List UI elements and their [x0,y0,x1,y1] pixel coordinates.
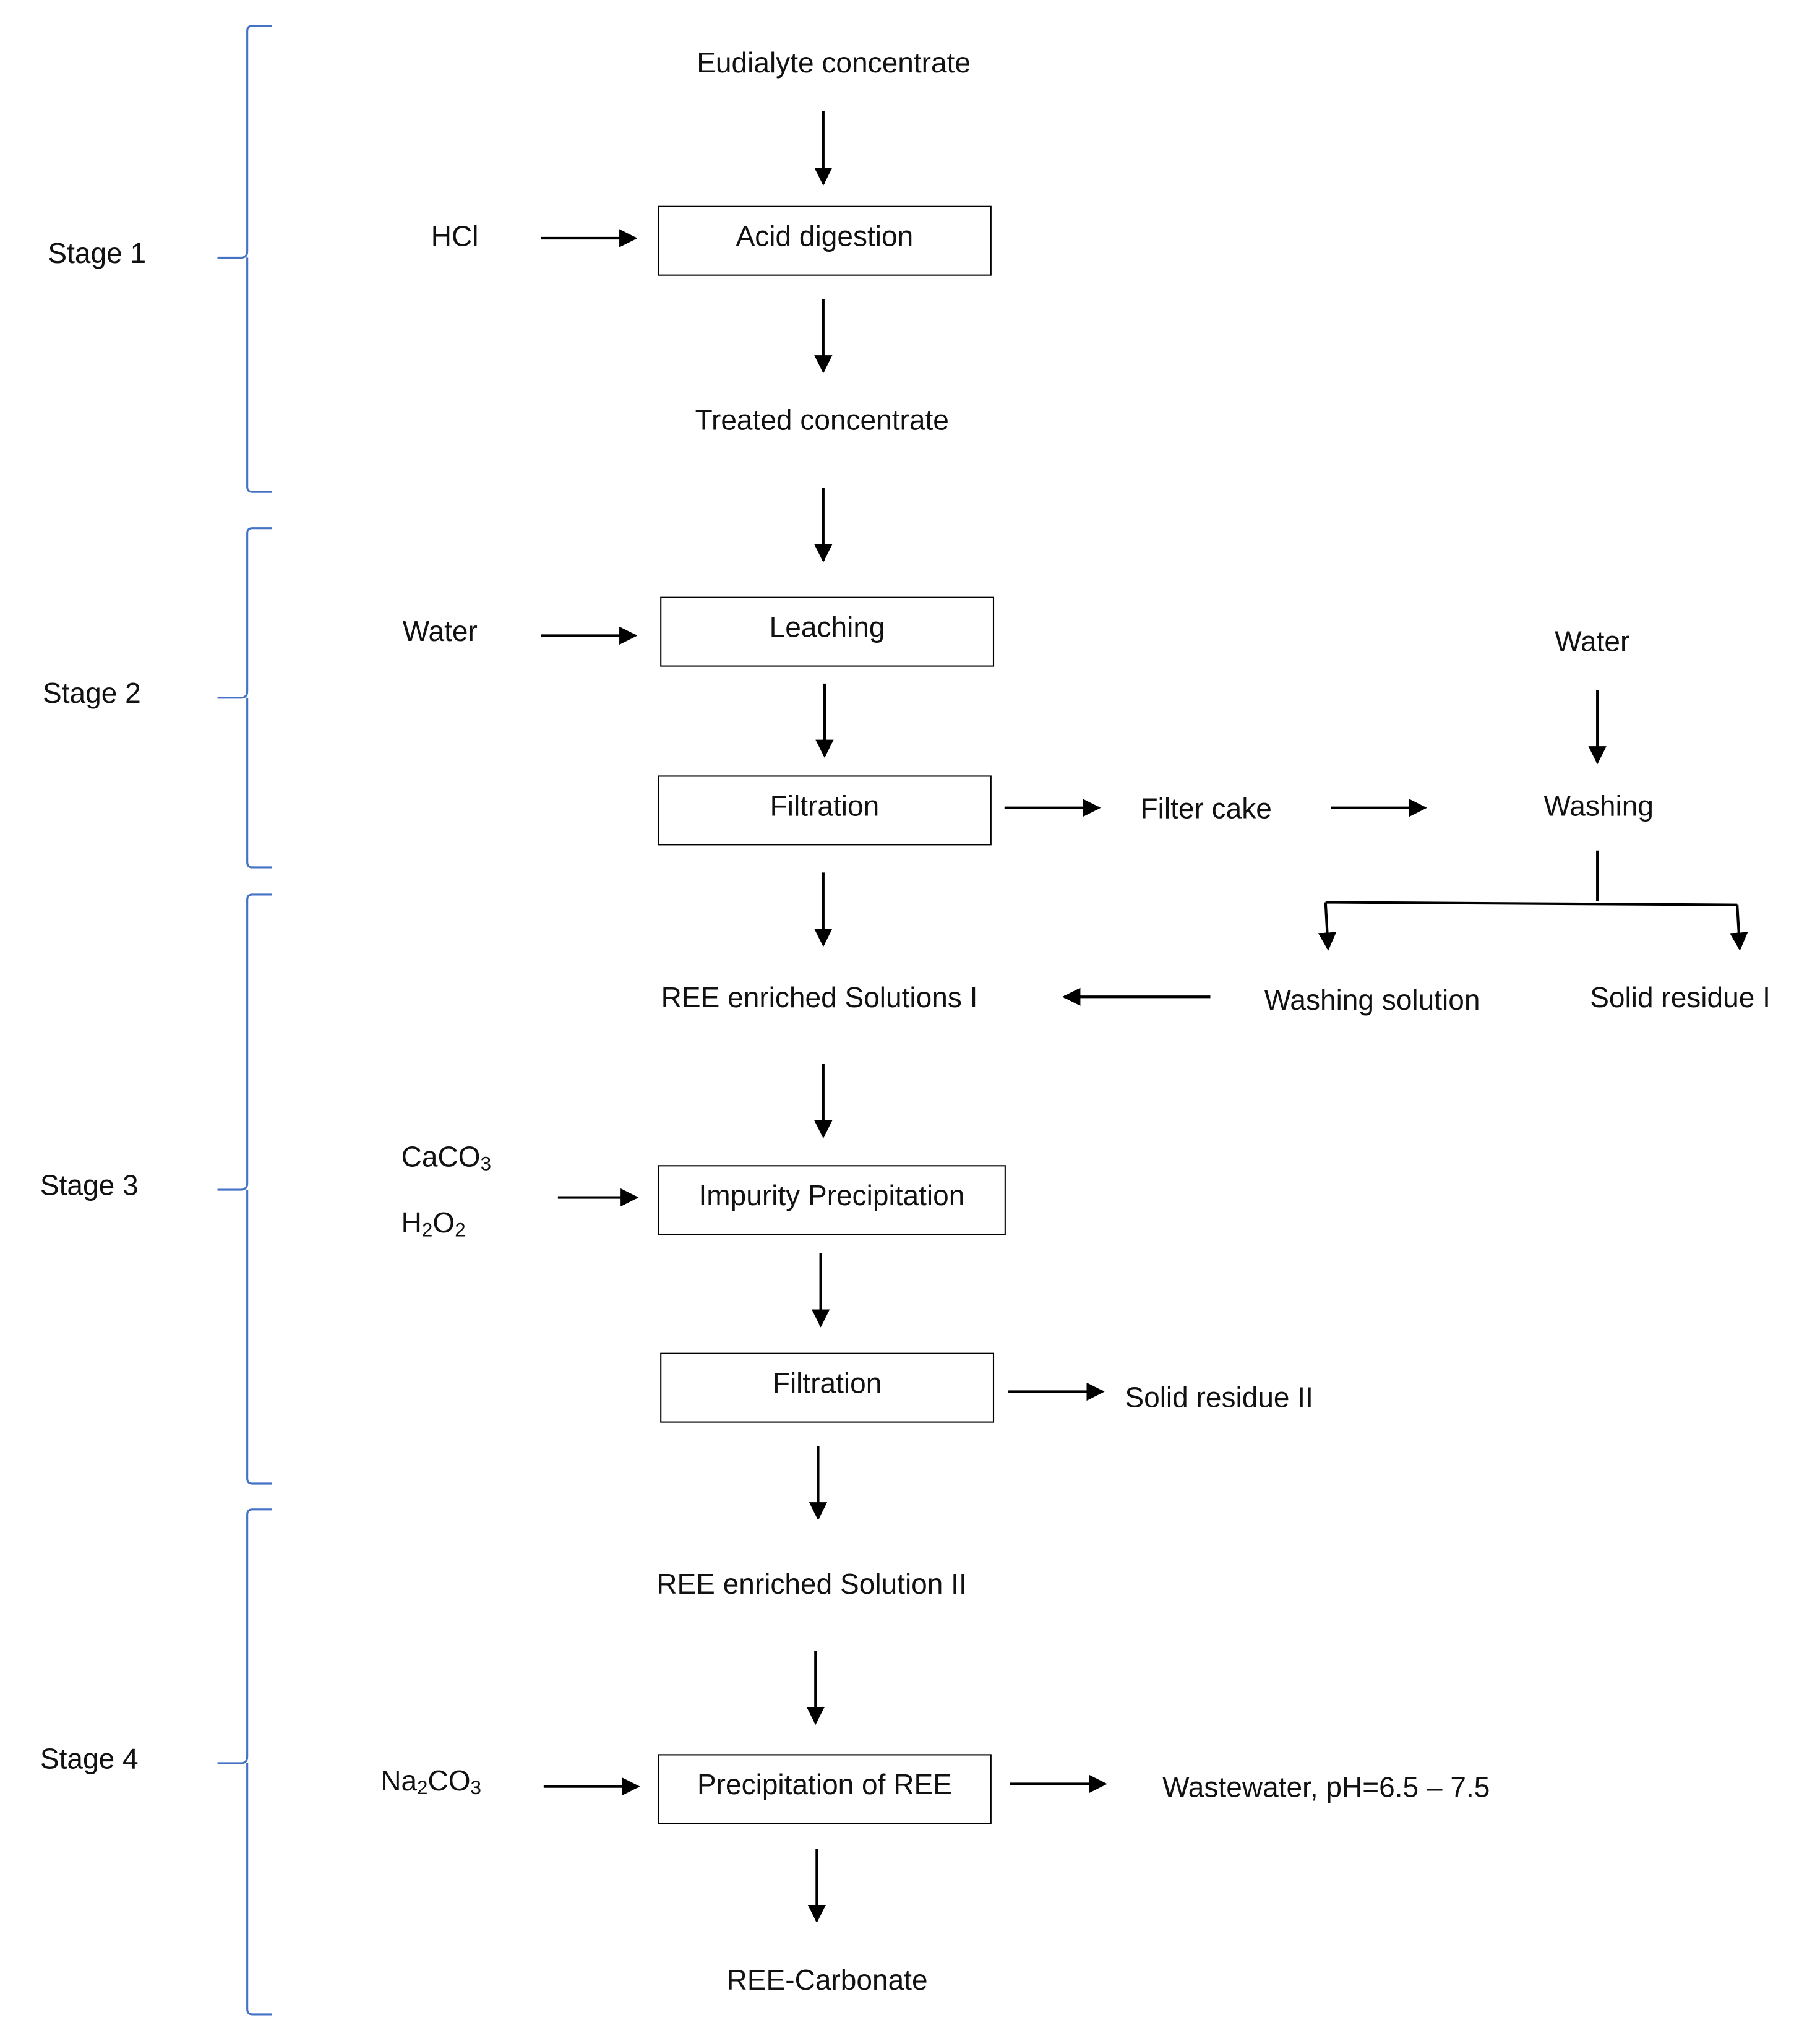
h2o2-a-sub: 2 [421,1219,433,1242]
ree-solution-2-label: REE enriched Solution II [656,1568,967,1600]
solid-residue-1-label: Solid residue I [1590,981,1771,1014]
stage-4-bracket [217,1508,272,2016]
h2o2-b-sub: 2 [455,1219,466,1242]
water-leach-label: Water [402,614,478,648]
h2o2-a: H [401,1206,422,1239]
stage-brackets [217,25,272,2016]
arrow-to-washing-solution [1318,902,1337,951]
stage-1-bracket [217,25,272,493]
ree-solution-1-label: REE enriched Solutions I [661,981,978,1014]
filtration-2-box: Filtration [660,1352,995,1423]
na2co3-b: CO [427,1764,471,1797]
impurity-precipitation-box: Impurity Precipitation [657,1165,1006,1235]
caco3-label: CaCO3 [401,1143,491,1174]
precipitation-ree-box: Precipitation of REE [657,1754,992,1824]
washing-solution-label: Washing solution [1264,984,1480,1016]
stage-3-bracket [217,893,272,1485]
ree-carbonate-label: REE-Carbonate [726,1964,928,1996]
washing-label: Washing [1543,789,1654,822]
h2o2-b: O [432,1206,455,1239]
h2o2-label: H2O2 [401,1206,466,1242]
caco3-sub: 3 [480,1153,492,1175]
na2co3-a-sub: 2 [417,1777,428,1800]
precipitation-ree-text: Precipitation of REE [697,1768,952,1801]
solid-residue-2-label: Solid residue II [1125,1381,1313,1414]
stage-3-label: Stage 3 [40,1169,139,1201]
filtration-2-text: Filtration [772,1367,882,1399]
na2co3-a: Na [380,1764,418,1797]
acid-digestion-text: Acid digestion [736,220,914,253]
input-label: Eudialyte concentrate [697,46,971,79]
arrow-to-solid-residue-1 [1730,904,1748,951]
caco3-base: CaCO [401,1140,481,1173]
leaching-text: Leaching [769,611,885,643]
stage-2-label: Stage 2 [43,677,141,710]
hcl-label: HCl [431,220,479,253]
filter-cake-label: Filter cake [1140,792,1272,825]
washing-split [1325,901,1738,906]
wastewater-label: Wastewater, pH=6.5 – 7.5 [1162,1771,1490,1803]
na2co3-label: Na2CO3 [380,1764,482,1800]
leaching-box: Leaching [660,596,995,667]
water-wash-label: Water [1555,625,1630,658]
stage-2-bracket [217,527,272,869]
na2co3-b-sub: 3 [470,1777,482,1800]
filtration-1-text: Filtration [770,789,880,822]
impurity-precipitation-text: Impurity Precipitation [698,1179,965,1212]
stage-4-label: Stage 4 [40,1742,139,1775]
stage-1-label: Stage 1 [48,236,147,270]
filtration-1-box: Filtration [657,775,992,846]
treated-concentrate-label: Treated concentrate [695,403,949,437]
acid-digestion-box: Acid digestion [657,205,992,276]
